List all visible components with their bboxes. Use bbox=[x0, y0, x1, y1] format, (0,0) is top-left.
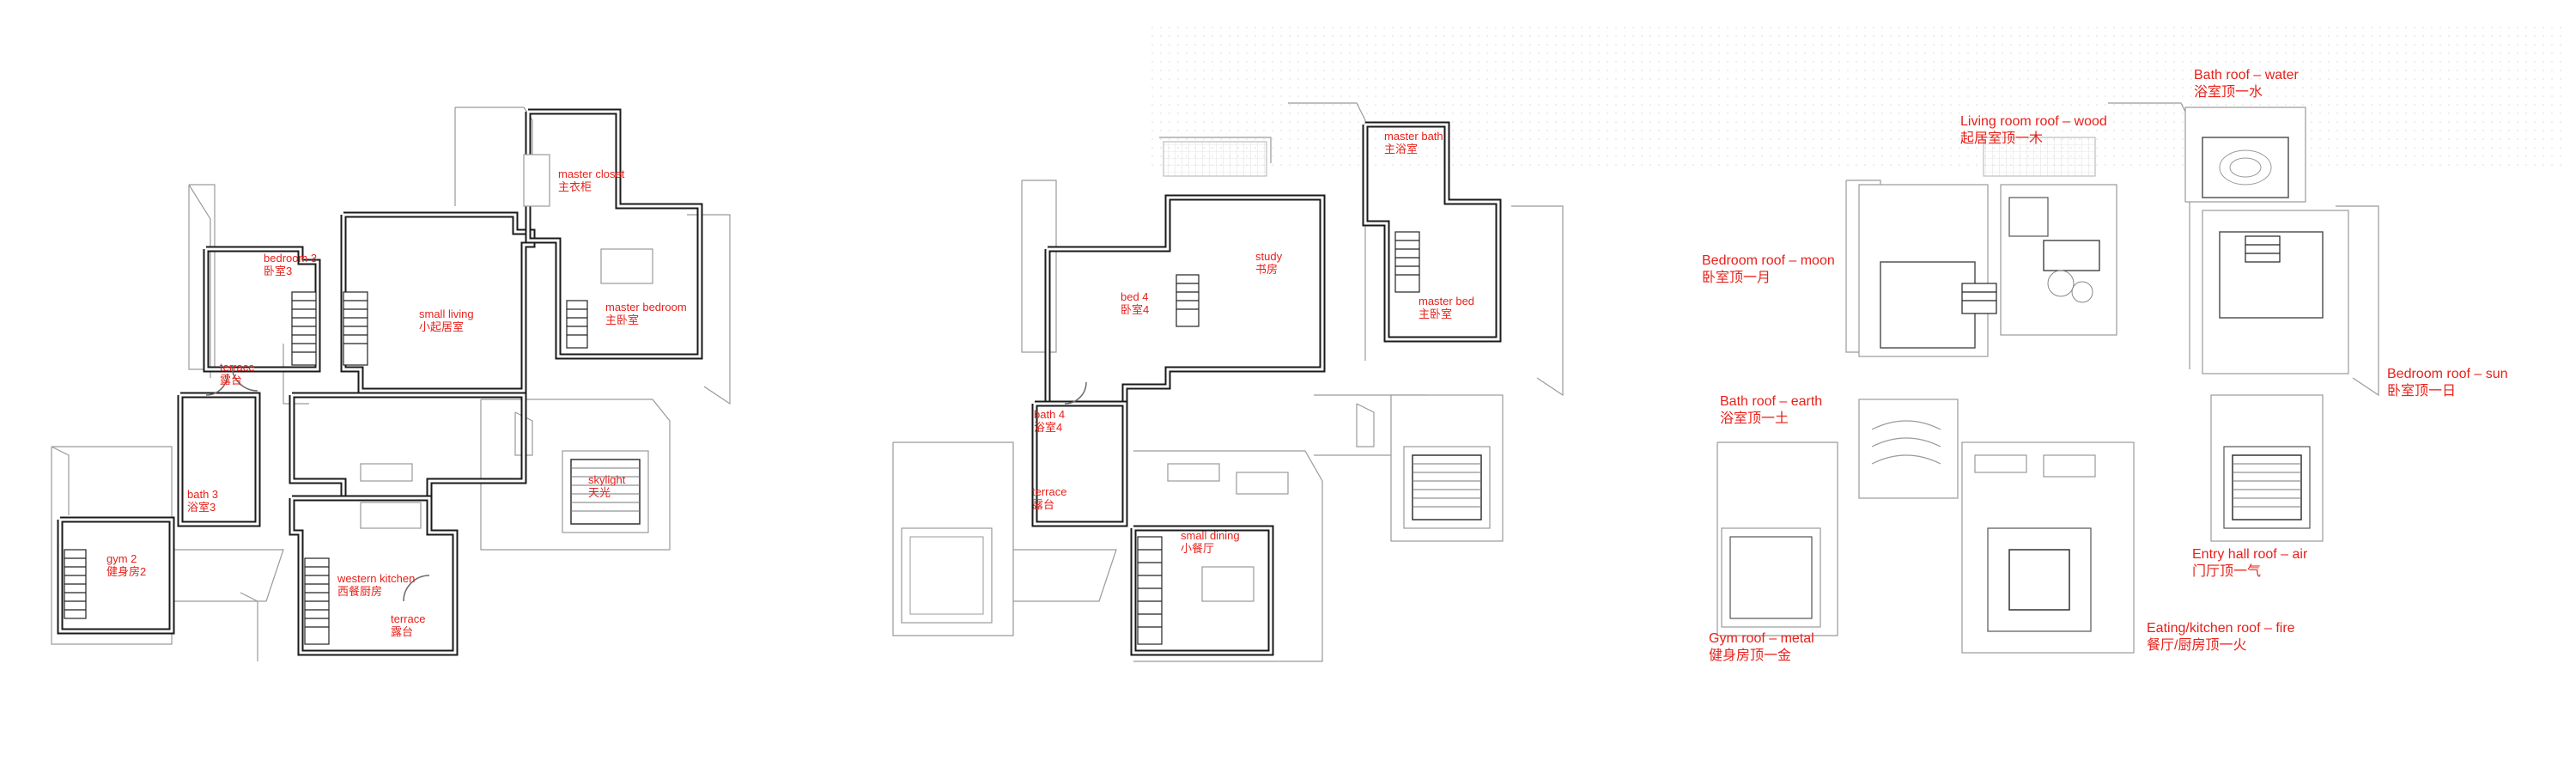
label-study: study 书房 bbox=[1255, 250, 1283, 276]
stair-1c bbox=[304, 557, 330, 645]
roof-bedroom-moon bbox=[1858, 184, 1997, 357]
svg-text:master bedroom: master bedroom bbox=[605, 301, 687, 313]
label-master-bed: master bed 主卧室 bbox=[1419, 295, 1474, 320]
svg-text:主浴室: 主浴室 bbox=[1384, 143, 1418, 155]
svg-text:卧室顶一月: 卧室顶一月 bbox=[1702, 270, 1771, 285]
svg-text:健身房2: 健身房2 bbox=[106, 565, 146, 578]
label-bath-roof-earth: Bath roof – earth 浴室顶一土 bbox=[1720, 394, 1822, 426]
svg-text:terrace: terrace bbox=[220, 361, 254, 374]
svg-text:卧室4: 卧室4 bbox=[1121, 303, 1149, 316]
roof-bath-water bbox=[2184, 107, 2306, 203]
svg-text:Entry hall roof – air: Entry hall roof – air bbox=[2192, 547, 2308, 562]
svg-text:健身房顶一金: 健身房顶一金 bbox=[1709, 648, 1791, 663]
roof-living-wood bbox=[2000, 184, 2117, 336]
label-gym-2: gym 2 健身房2 bbox=[106, 552, 146, 578]
svg-text:terrace: terrace bbox=[1032, 485, 1066, 498]
label-master-bath: master bath 主浴室 bbox=[1384, 130, 1443, 155]
label-small-dining: small dining 小餐厅 bbox=[1181, 529, 1240, 555]
roof-bedroom-sun bbox=[2202, 210, 2349, 374]
roof-entry-air bbox=[2210, 394, 2324, 542]
floor-plan-2: master bath 主浴室 study 书房 bed 4 卧室4 maste… bbox=[892, 102, 1564, 662]
floor-plan-1: master closet 主衣柜 bedroom 3 卧室3 small li… bbox=[51, 107, 731, 661]
label-bedroom-roof-sun: Bedroom roof – sun 卧室顶一日 bbox=[2387, 367, 2508, 399]
svg-text:卧室顶一日: 卧室顶一日 bbox=[2387, 383, 2456, 399]
label-master-closet: master closet 主衣柜 bbox=[558, 167, 625, 193]
svg-text:主衣柜: 主衣柜 bbox=[558, 180, 592, 193]
roof-kitchen-fire bbox=[1961, 441, 2135, 654]
svg-text:露台: 露台 bbox=[220, 374, 242, 387]
roof-bath-earth bbox=[1858, 399, 1959, 499]
svg-text:卧室3: 卧室3 bbox=[264, 265, 292, 277]
label-bedroom-3: bedroom 3 卧室3 bbox=[264, 252, 317, 277]
stair-2b bbox=[1394, 231, 1420, 293]
label-skylight: skylight 天光 bbox=[588, 473, 626, 499]
svg-text:bed 4: bed 4 bbox=[1121, 290, 1149, 303]
svg-text:书房: 书房 bbox=[1255, 263, 1278, 276]
svg-text:Gym roof – metal: Gym roof – metal bbox=[1709, 631, 1814, 646]
svg-text:餐厅/厨房顶一火: 餐厅/厨房顶一火 bbox=[2147, 637, 2246, 653]
svg-text:gym 2: gym 2 bbox=[106, 552, 137, 565]
svg-text:western kitchen: western kitchen bbox=[337, 572, 415, 585]
svg-text:bedroom 3: bedroom 3 bbox=[264, 252, 317, 265]
label-living-roof-wood: Living room roof – wood 起居室顶一木 bbox=[1960, 114, 2107, 146]
skylight-box bbox=[562, 450, 649, 533]
roof-plan: Bath roof – water 浴室顶一水 Living room roof… bbox=[1702, 68, 2508, 663]
svg-text:master bath: master bath bbox=[1384, 130, 1443, 143]
label-bath-roof-water: Bath roof – water 浴室顶一水 bbox=[2194, 68, 2300, 100]
svg-text:露台: 露台 bbox=[1032, 498, 1054, 511]
svg-text:主卧室: 主卧室 bbox=[605, 313, 639, 326]
svg-text:浴室3: 浴室3 bbox=[187, 501, 216, 514]
svg-text:study: study bbox=[1255, 250, 1283, 263]
stair-1a bbox=[291, 291, 317, 366]
stair-1d bbox=[64, 549, 87, 619]
svg-text:西餐厨房: 西餐厨房 bbox=[337, 585, 382, 598]
label-terrace-1: terrace 露台 bbox=[220, 361, 254, 387]
svg-text:bath 4: bath 4 bbox=[1034, 408, 1065, 421]
svg-text:small living: small living bbox=[419, 307, 474, 320]
stair-1e bbox=[566, 300, 588, 349]
svg-text:master bed: master bed bbox=[1419, 295, 1474, 307]
label-terrace-3: terrace 露台 bbox=[1032, 485, 1066, 511]
svg-text:Bedroom roof – moon: Bedroom roof – moon bbox=[1702, 253, 1835, 268]
svg-text:skylight: skylight bbox=[588, 473, 626, 486]
label-kitchen-roof-fire: Eating/kitchen roof – fire 餐厅/厨房顶一火 bbox=[2147, 621, 2295, 653]
svg-text:起居室顶一木: 起居室顶一木 bbox=[1960, 131, 2043, 146]
svg-text:small dining: small dining bbox=[1181, 529, 1240, 542]
label-western-kitchen: western kitchen 西餐厨房 bbox=[337, 572, 415, 598]
label-bedroom-roof-moon: Bedroom roof – moon 卧室顶一月 bbox=[1702, 253, 1835, 285]
svg-text:浴室4: 浴室4 bbox=[1034, 421, 1062, 434]
dotted-background bbox=[1151, 26, 2567, 172]
svg-text:门厅顶一气: 门厅顶一气 bbox=[2192, 563, 2261, 579]
label-terrace-2: terrace 露台 bbox=[391, 612, 425, 638]
svg-text:Bedroom roof – sun: Bedroom roof – sun bbox=[2387, 367, 2508, 381]
stair-2a bbox=[1137, 536, 1163, 645]
stair-2c bbox=[1176, 274, 1200, 327]
label-small-living: small living 小起居室 bbox=[419, 307, 474, 333]
label-bed-4: bed 4 卧室4 bbox=[1121, 290, 1149, 316]
label-bath-4: bath 4 浴室4 bbox=[1034, 408, 1065, 434]
svg-text:Bath roof – earth: Bath roof – earth bbox=[1720, 394, 1822, 409]
label-master-bedroom: master bedroom 主卧室 bbox=[605, 301, 687, 326]
svg-text:Eating/kitchen roof – fire: Eating/kitchen roof – fire bbox=[2147, 621, 2295, 636]
label-bath-3: bath 3 浴室3 bbox=[187, 488, 218, 514]
svg-text:bath 3: bath 3 bbox=[187, 488, 218, 501]
svg-text:浴室顶一水: 浴室顶一水 bbox=[2194, 84, 2263, 100]
svg-text:master closet: master closet bbox=[558, 167, 625, 180]
svg-text:主卧室: 主卧室 bbox=[1419, 307, 1452, 320]
stair-1b bbox=[343, 291, 368, 366]
label-gym-roof-metal: Gym roof – metal 健身房顶一金 bbox=[1709, 631, 1814, 663]
svg-text:Bath roof – water: Bath roof – water bbox=[2194, 68, 2300, 82]
svg-text:小餐厅: 小餐厅 bbox=[1181, 542, 1214, 555]
svg-text:Living room roof – wood: Living room roof – wood bbox=[1960, 114, 2107, 129]
label-entry-roof-air: Entry hall roof – air 门厅顶一气 bbox=[2192, 547, 2308, 579]
roof-gym-metal bbox=[1721, 527, 1821, 628]
svg-text:小起居室: 小起居室 bbox=[419, 320, 464, 333]
svg-text:terrace: terrace bbox=[391, 612, 425, 625]
svg-text:露台: 露台 bbox=[391, 625, 413, 638]
svg-text:天光: 天光 bbox=[588, 486, 611, 499]
svg-text:浴室顶一土: 浴室顶一土 bbox=[1720, 411, 1789, 426]
